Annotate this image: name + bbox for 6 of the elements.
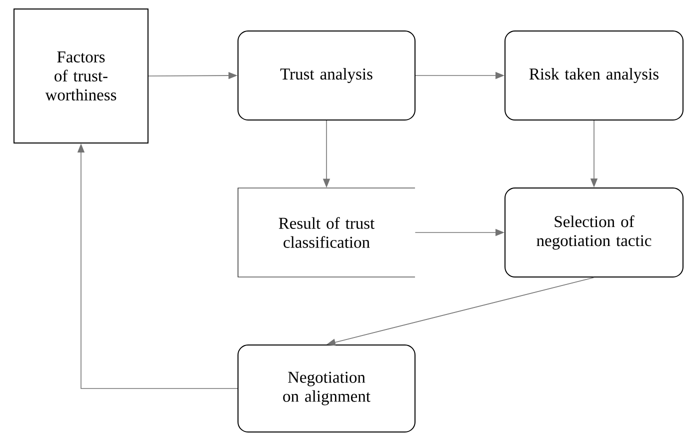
process-box: Negotiation on alignment (238, 344, 416, 432)
open-box: Result of trust classification (238, 188, 416, 278)
process-box: Risk taken analysis (504, 30, 684, 120)
process-box: Trust analysis (238, 30, 416, 120)
process-box: Selection of negotiation tactic (504, 188, 684, 278)
process-box: Factors of trust- worthiness (14, 8, 148, 144)
